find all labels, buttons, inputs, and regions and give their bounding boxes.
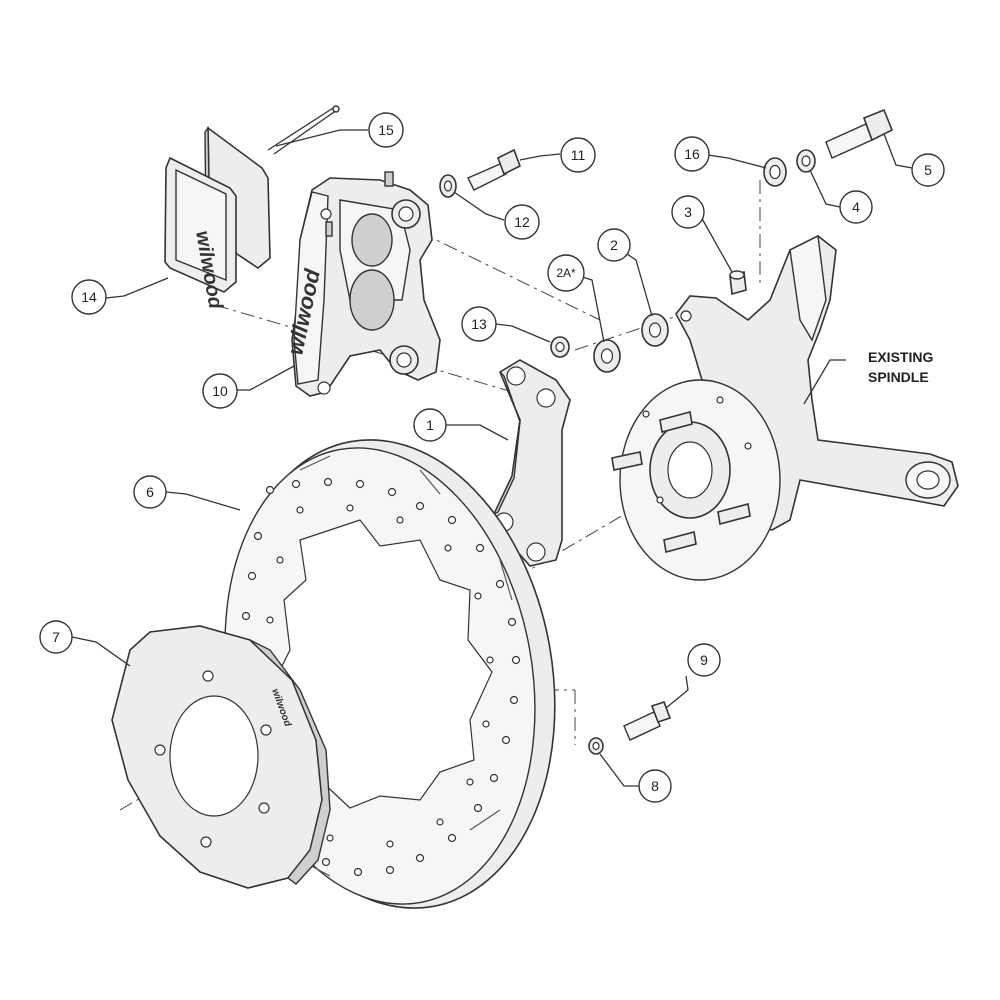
svg-text:6: 6	[146, 484, 154, 500]
svg-text:1: 1	[426, 417, 434, 433]
callout-2a: 2A*	[547, 254, 585, 292]
callout-1: 1	[413, 408, 447, 442]
hub-flange	[611, 379, 781, 581]
svg-text:14: 14	[81, 289, 97, 305]
callout-5: 5	[911, 153, 945, 187]
svg-text:3: 3	[684, 204, 692, 220]
svg-text:4: 4	[852, 199, 860, 215]
callout-14: 14	[71, 279, 107, 315]
callout-4: 4	[839, 190, 873, 224]
spindle-bolt-5	[825, 108, 894, 159]
svg-text:7: 7	[52, 629, 60, 645]
svg-text:5: 5	[924, 162, 932, 178]
svg-text:8: 8	[651, 778, 659, 794]
callout-16: 16	[674, 136, 710, 172]
brake-pads: wilwood	[164, 125, 271, 311]
caliper-bolt-11	[467, 148, 522, 191]
washer-12	[439, 174, 457, 198]
svg-text:12: 12	[514, 214, 530, 230]
svg-text:13: 13	[471, 316, 487, 332]
callout-8: 8	[638, 769, 672, 803]
callout-15: 15	[368, 112, 404, 148]
callout-13: 13	[461, 306, 497, 342]
caliper: wilwood	[282, 171, 441, 397]
mounting-bracket	[492, 359, 571, 567]
rotor-hat: wilwood	[111, 625, 331, 889]
rotor-bolt-9	[623, 700, 672, 741]
callout-2: 2	[597, 228, 631, 262]
washer-8	[588, 737, 604, 755]
washer-13	[550, 336, 570, 358]
washer-16	[763, 157, 787, 187]
washer-4	[796, 149, 816, 173]
washer-2a	[593, 339, 621, 373]
callout-10: 10	[202, 373, 238, 409]
callout-6: 6	[133, 475, 167, 509]
svg-text:15: 15	[378, 122, 394, 138]
spacer-3	[729, 270, 747, 296]
callout-11: 11	[560, 137, 596, 173]
existing-spindle-label: EXISTING SPINDLE	[868, 349, 933, 385]
callout-7: 7	[39, 620, 73, 654]
callout-9: 9	[687, 643, 721, 677]
cotter-pin	[267, 105, 340, 155]
callout-12: 12	[504, 204, 540, 240]
svg-text:10: 10	[212, 383, 228, 399]
callout-3: 3	[671, 195, 705, 229]
svg-text:9: 9	[700, 652, 708, 668]
washer-2	[641, 313, 669, 347]
existing-spindle-label-line1: EXISTING	[868, 349, 933, 365]
svg-text:2: 2	[610, 237, 618, 253]
svg-text:2A*: 2A*	[556, 266, 576, 280]
svg-text:11: 11	[571, 147, 586, 163]
svg-text:16: 16	[684, 146, 700, 162]
existing-spindle-label-line2: SPINDLE	[868, 369, 929, 385]
